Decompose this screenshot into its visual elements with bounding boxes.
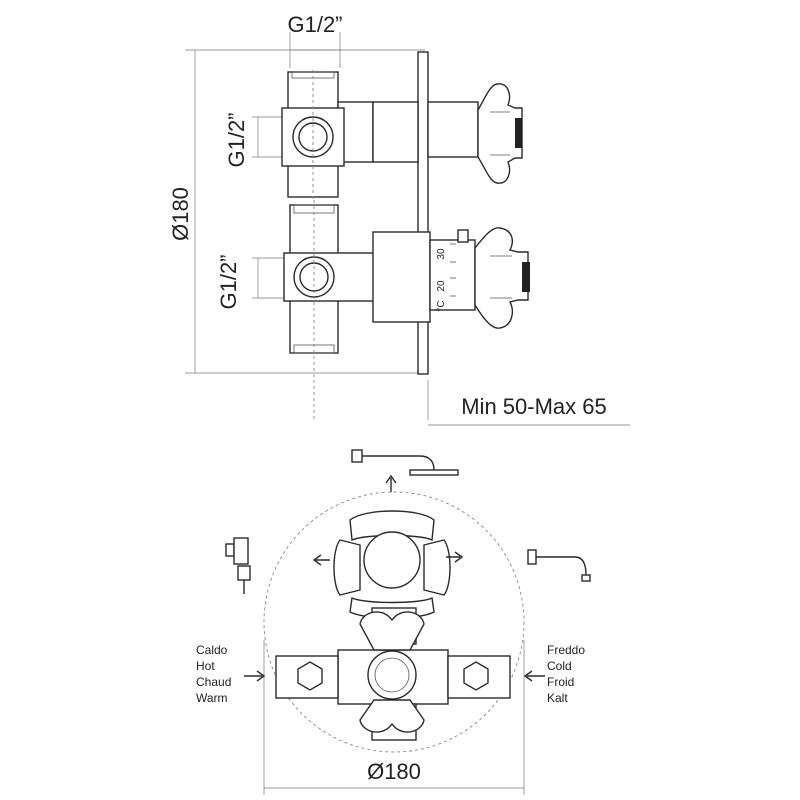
hand-shower-icon: [225, 537, 251, 594]
side-view: G1/2” Ø180 G1/2” G1/2”: [168, 12, 630, 426]
hot-label-it: Caldo: [196, 643, 228, 657]
hot-arrow-icon: [244, 670, 266, 682]
temp-mark-30: 30: [436, 248, 447, 260]
hot-label-de: Warm: [196, 691, 228, 705]
lower-valve-body: [283, 200, 630, 426]
bath-spout-icon: [527, 549, 591, 582]
lower-cross-handle[interactable]: [474, 227, 530, 329]
cold-label-en: Cold: [547, 659, 572, 673]
diameter-label-bottom: Ø180: [367, 759, 421, 784]
hot-label-fr: Chaud: [196, 675, 231, 689]
thermostat-handle[interactable]: [359, 611, 425, 733]
thread-label-upper: G1/2”: [224, 112, 249, 167]
front-view: Ø180: [196, 449, 591, 795]
cold-arrow-icon: [523, 670, 545, 682]
hot-inlet: [275, 655, 339, 699]
cold-inlet: [447, 655, 511, 699]
upper-valve-body: [281, 70, 479, 200]
temp-mark-20: 20: [436, 280, 447, 292]
hot-label-group: Caldo Hot Chaud Warm: [196, 643, 266, 705]
cold-label-fr: Froid: [547, 675, 574, 689]
arrow-right-icon: [446, 551, 464, 563]
shower-head-icon: [351, 449, 459, 476]
thread-label-lower: G1/2”: [216, 254, 241, 309]
hot-label-en: Hot: [196, 659, 215, 673]
cold-label-group: Freddo Cold Froid Kalt: [523, 643, 585, 705]
cold-label-it: Freddo: [547, 643, 585, 657]
arrow-up-icon: [385, 474, 397, 492]
wall-plate: [417, 51, 429, 375]
plate-outline: [263, 491, 525, 753]
temperature-scale: °C 20 30: [436, 243, 456, 312]
upper-cross-handle[interactable]: [477, 83, 523, 184]
temp-unit: °C: [436, 300, 447, 311]
diameter-label-left: Ø180: [168, 187, 193, 241]
arrow-left-icon: [312, 554, 330, 566]
cold-label-de: Kalt: [547, 691, 568, 705]
depth-range-label: Min 50-Max 65: [461, 394, 607, 419]
diverter-handle[interactable]: [333, 510, 451, 619]
thread-label-top: G1/2”: [287, 12, 342, 37]
